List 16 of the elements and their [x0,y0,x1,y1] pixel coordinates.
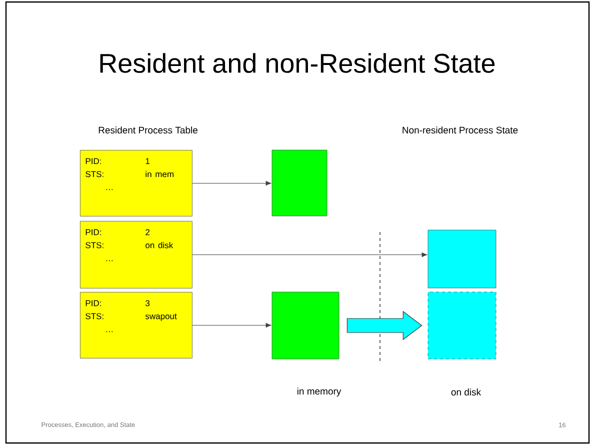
memory-block [272,150,328,216]
process-table-entry: PID: 1 STS: in mem … [80,150,192,216]
memory-block [428,230,496,288]
arrow [192,180,272,186]
arrow [192,322,272,328]
memory-block [272,292,340,360]
process-table-entry: PID: 3 STS: swapout … [80,292,192,358]
region-label: in memory [297,388,342,396]
region-label: on disk [451,388,482,396]
column-heading: Non-resident Process State [402,126,518,134]
process-table-entry: PID: 2 STS: on disk … [80,221,192,288]
block-arrow [346,310,422,340]
memory-block [428,292,496,360]
arrow [192,252,428,257]
title: Resident and non-Resident State [100,53,495,73]
column-heading: Resident Process Table [98,126,198,134]
